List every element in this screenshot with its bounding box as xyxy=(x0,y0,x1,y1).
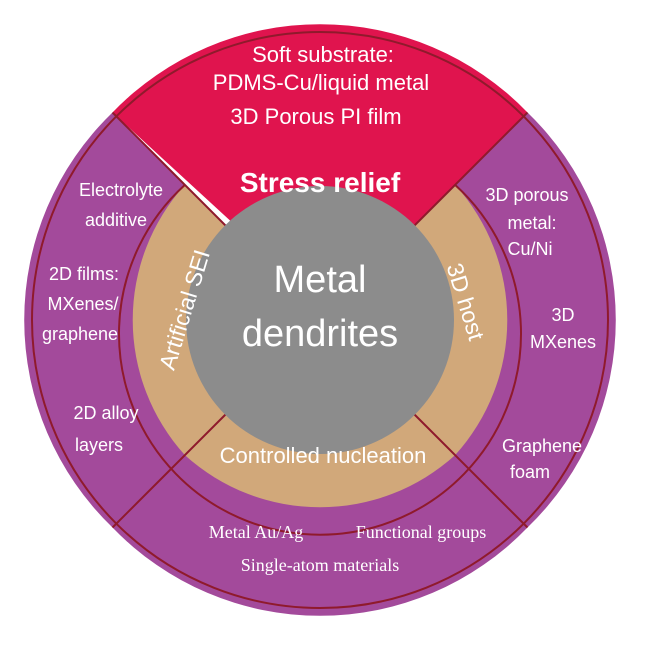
outer-bottom-line1: Metal Au/Ag xyxy=(209,522,304,542)
outer-right-line4: 3D xyxy=(551,305,574,325)
divider-bottom-left xyxy=(111,409,231,529)
label-controlled-nucleation: Controlled nucleation xyxy=(220,443,427,468)
outer-right-line6: Graphene xyxy=(502,436,582,456)
outer-right-line3: Cu/Ni xyxy=(507,239,552,259)
outer-top-line1: Soft substrate: xyxy=(252,42,394,67)
outer-right-line5: MXenes xyxy=(530,332,596,352)
outer-left-line7: layers xyxy=(75,435,123,455)
middle-ring-border xyxy=(118,184,522,536)
outer-right-line2: metal: xyxy=(507,213,556,233)
outer-right-line1: 3D porous xyxy=(485,185,568,205)
divider-top-right xyxy=(409,111,529,231)
outer-left-line1: Electrolyte xyxy=(79,180,163,200)
divider-bottom-right xyxy=(409,409,529,529)
outer-top-line2: PDMS-Cu/liquid metal xyxy=(213,70,429,95)
outer-sector-top xyxy=(112,24,528,227)
center-disc xyxy=(186,186,454,454)
label-stress-relief: Stress relief xyxy=(240,167,401,198)
outer-top-line3: 3D Porous PI film xyxy=(230,104,401,129)
outer-right-line7: foam xyxy=(510,462,550,482)
outer-border xyxy=(31,31,609,609)
center-title-line2: dendrites xyxy=(242,313,398,355)
outer-left-line4: MXenes/ xyxy=(47,294,118,314)
outer-left-line6: 2D alloy xyxy=(73,403,138,423)
divider-top-left xyxy=(111,111,231,231)
outer-bottom-line3: Single-atom materials xyxy=(241,555,399,575)
outer-bottom-line2: Functional groups xyxy=(356,522,487,542)
outer-left-line3: 2D films: xyxy=(49,264,119,284)
center-title-line1: Metal xyxy=(274,259,367,301)
outer-left-line5: graphene xyxy=(42,324,118,344)
outer-left-line2: additive xyxy=(85,210,147,230)
